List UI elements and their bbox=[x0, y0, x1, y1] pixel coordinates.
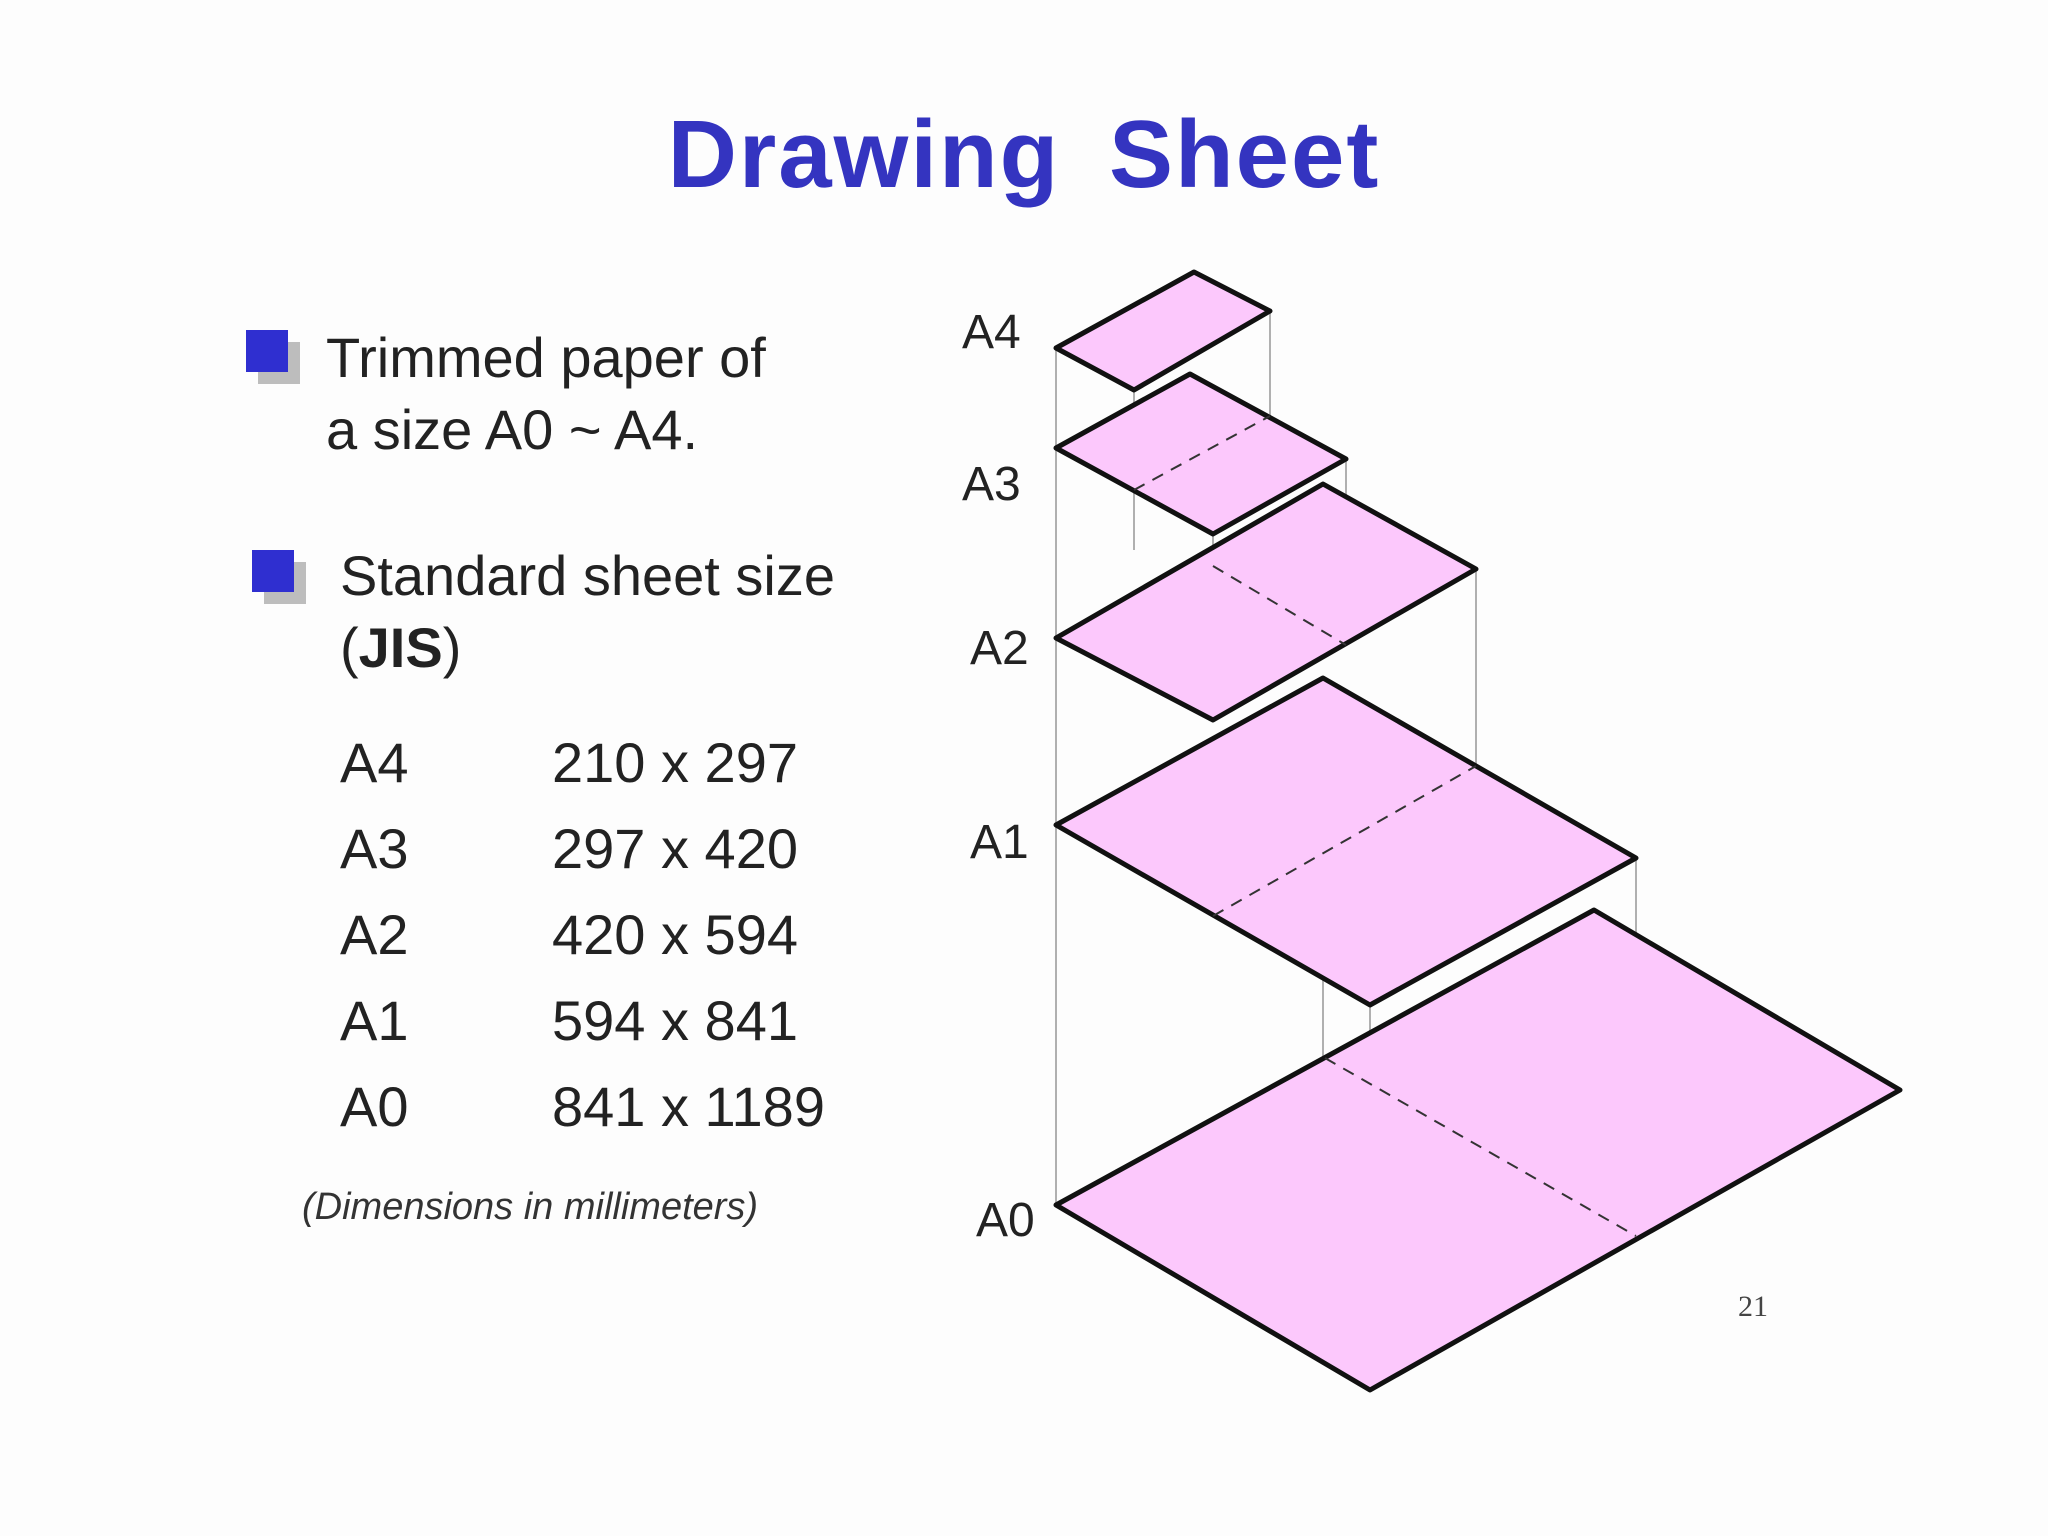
diagram-label-a4: A4 bbox=[962, 306, 1021, 359]
bullet-square-icon bbox=[246, 330, 300, 384]
slide-title: Drawing Sheet bbox=[667, 101, 1381, 208]
size-dims: 297 x 420 bbox=[552, 817, 798, 880]
size-dims: 210 x 297 bbox=[552, 731, 798, 794]
paren-close: ) bbox=[442, 616, 462, 679]
bullet-square bbox=[246, 330, 288, 372]
sheet-a0 bbox=[1053, 907, 1903, 1393]
size-dims: 841 x 1189 bbox=[552, 1075, 825, 1138]
bullet-line: Trimmed paper of bbox=[326, 326, 766, 389]
size-dims: 420 x 594 bbox=[552, 903, 798, 966]
size-name: A3 bbox=[340, 817, 409, 880]
paren-open: ( bbox=[340, 616, 359, 679]
bullet-square-icon bbox=[252, 550, 306, 604]
bullet-line-jis: (JIS) bbox=[340, 612, 835, 684]
sheet-a4 bbox=[1053, 269, 1273, 393]
fold-line bbox=[1212, 565, 1347, 646]
size-name: A2 bbox=[340, 903, 409, 966]
bullet-line: Standard sheet size bbox=[340, 544, 835, 607]
diagram-label-a0: A0 bbox=[976, 1194, 1035, 1247]
size-name: A1 bbox=[340, 989, 409, 1052]
diagram-label-a1: A1 bbox=[970, 816, 1029, 869]
sheet-a3 bbox=[1053, 371, 1349, 537]
jis-label: JIS bbox=[358, 616, 443, 679]
diagram-label-a2: A2 bbox=[970, 622, 1029, 675]
bullet-square bbox=[252, 550, 294, 592]
size-dims: 594 x 841 bbox=[552, 989, 798, 1052]
bullet-line: a size A0 ~ A4. bbox=[326, 398, 699, 461]
fold-line bbox=[1133, 415, 1271, 491]
sheet-a1 bbox=[1053, 675, 1639, 1008]
diagram-label-a3: A3 bbox=[962, 458, 1021, 511]
fold-line bbox=[1212, 765, 1477, 917]
size-name: A0 bbox=[340, 1075, 409, 1138]
sheet-a2 bbox=[1053, 481, 1479, 723]
dimensions-note: (Dimensions in millimeters) bbox=[302, 1186, 759, 1228]
size-name: A4 bbox=[340, 731, 409, 794]
fold-line bbox=[1324, 1057, 1637, 1237]
bullet-text-trimmed-paper: Trimmed paper of a size A0 ~ A4. bbox=[326, 322, 766, 466]
page-number: 21 bbox=[1738, 1290, 1768, 1323]
bullet-text-standard-size: Standard sheet size (JIS) bbox=[340, 540, 835, 684]
